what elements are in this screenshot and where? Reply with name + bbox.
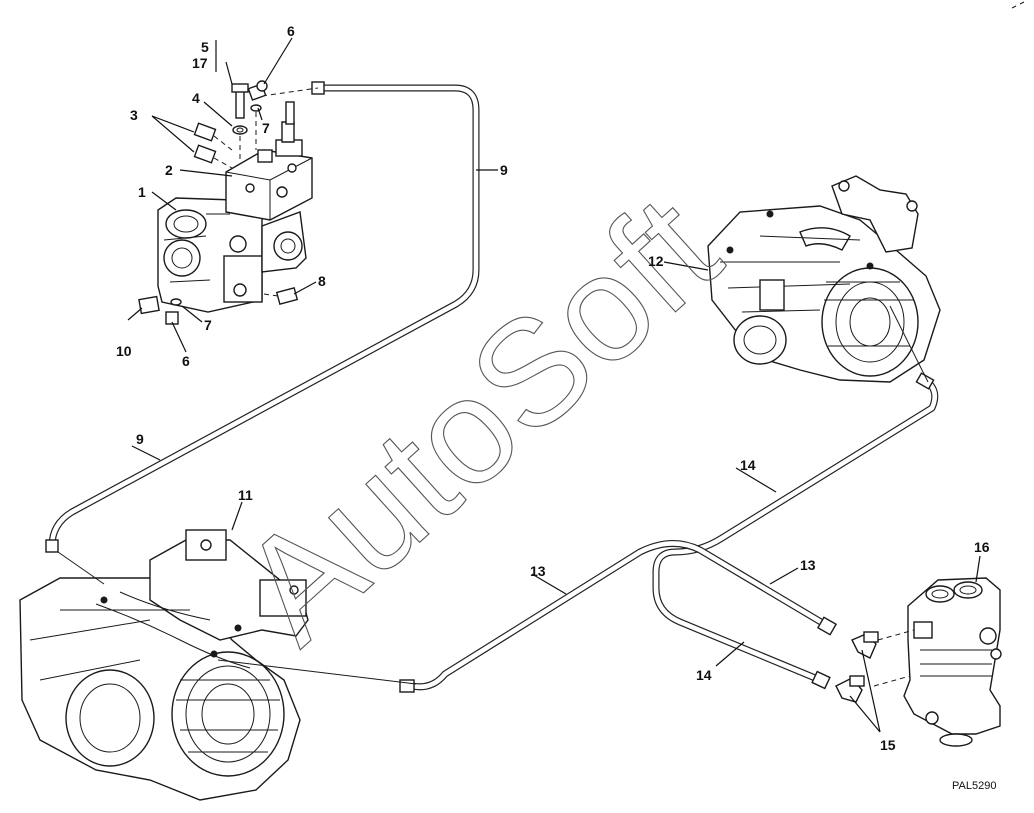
callout-7-lower: 7 (204, 317, 212, 333)
callout-15: 15 (880, 737, 896, 753)
corner-mark (1011, 1, 1025, 9)
fitting-6-lower (165, 298, 182, 325)
callout-14-lower: 14 (696, 667, 712, 683)
callout-9-top: 9 (500, 162, 508, 178)
fitting-8 (263, 287, 299, 305)
valve-block (225, 101, 313, 221)
callout-6-top: 6 (287, 23, 295, 39)
callout-16: 16 (974, 539, 990, 555)
unit-16 (873, 577, 1002, 747)
hose-14 (652, 372, 939, 690)
pump-assembly (157, 197, 307, 313)
figure-code: PAL5290 (952, 780, 996, 792)
callout-4: 4 (192, 90, 200, 106)
motor-12 (707, 175, 941, 383)
callout-17: 17 (192, 55, 208, 71)
fitting-10 (138, 295, 160, 315)
bolt-5-17 (231, 83, 319, 160)
callout-12: 12 (648, 253, 664, 269)
callout-6-lower: 6 (182, 353, 190, 369)
callout-5: 5 (201, 39, 209, 55)
callout-14-top: 14 (740, 457, 756, 473)
callout-10: 10 (116, 343, 132, 359)
callout-13-left: 13 (530, 563, 546, 579)
fittings-3 (193, 122, 233, 169)
hose-13 (399, 539, 838, 693)
callout-2: 2 (165, 162, 173, 178)
callout-9-lower: 9 (136, 431, 144, 447)
callout-11: 11 (238, 487, 253, 503)
callout-13-right: 13 (800, 557, 816, 573)
callout-7-top: 7 (262, 120, 270, 136)
callouts: 5 17 6 3 4 7 2 1 9 8 7 10 6 9 11 12 14 1… (116, 23, 996, 792)
leader-lines (127, 37, 981, 733)
motor-11 (19, 529, 417, 801)
callout-1: 1 (138, 184, 146, 200)
elbows-15 (835, 631, 879, 703)
callout-3: 3 (130, 107, 138, 123)
callout-8: 8 (318, 273, 326, 289)
